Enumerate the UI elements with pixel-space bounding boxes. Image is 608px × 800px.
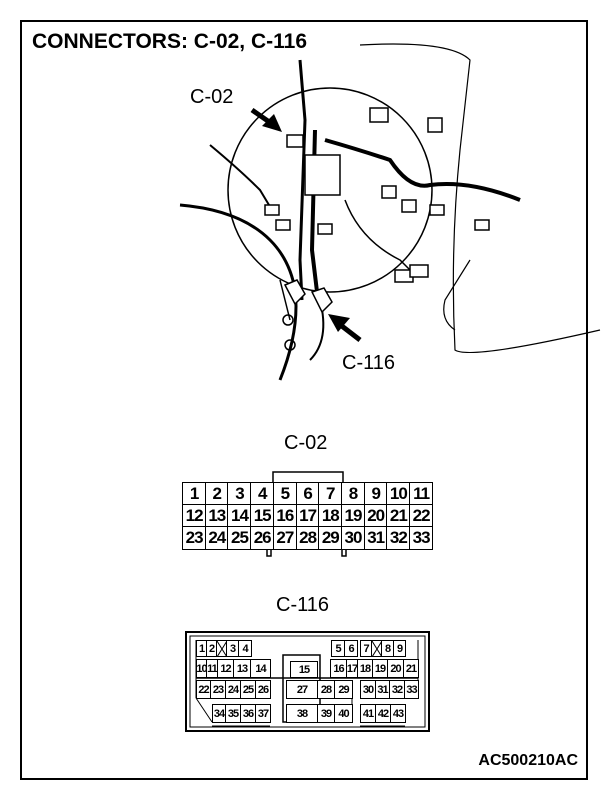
- pin-cell: 1: [182, 482, 207, 506]
- pin-cell: 21: [403, 659, 419, 678]
- pin-cell: 10: [386, 482, 411, 506]
- pin-cell: 8: [340, 482, 366, 506]
- pin-cell: 26: [250, 526, 275, 550]
- pin-cell: 25: [240, 680, 256, 699]
- pin-cell: 36: [240, 704, 256, 723]
- pin-cell: 33: [409, 526, 434, 550]
- pin-cell: 30: [340, 526, 366, 550]
- pin-cell: 32: [389, 680, 405, 699]
- pin-cell: 15: [250, 504, 275, 528]
- pin-cell: 21: [386, 504, 411, 528]
- pin-cell: 17: [295, 504, 320, 528]
- pin-cell: 29: [318, 526, 343, 550]
- pin-cell: 4: [250, 482, 275, 506]
- callout-c02: C-02: [190, 86, 234, 108]
- pin-cell: 24: [225, 680, 241, 699]
- connector-c02-label: C-02: [284, 432, 328, 454]
- pin-cell: 12: [217, 659, 234, 678]
- callout-c116: C-116: [342, 352, 395, 374]
- pin-cell: 3: [227, 482, 252, 506]
- pin-cell: 16: [330, 659, 347, 678]
- pin-cell: 11: [409, 482, 434, 506]
- pin-cell: 37: [255, 704, 271, 723]
- pin-cell: 24: [204, 526, 229, 550]
- pin-cell: 20: [363, 504, 388, 528]
- pin-cell: 19: [340, 504, 366, 528]
- pin-cell: 5: [331, 640, 345, 657]
- pin-cell: 16: [272, 504, 297, 528]
- pin-cell: 4: [238, 640, 252, 657]
- pin-cell: 6: [344, 640, 358, 657]
- pin-cell: 28: [317, 680, 335, 699]
- pin-cell: 26: [255, 680, 271, 699]
- pin-cell: 28: [295, 526, 320, 550]
- pin-cell: 9: [363, 482, 388, 506]
- detail-circle: [227, 87, 433, 293]
- pin-cell: 14: [227, 504, 252, 528]
- pin-cell: 31: [375, 680, 390, 699]
- pin-cell: 22: [196, 680, 211, 699]
- pin-cell: 18: [318, 504, 343, 528]
- pin-cell: 27: [286, 680, 318, 699]
- pin-cell: 13: [204, 504, 229, 528]
- pin-cell: 30: [360, 680, 376, 699]
- pin-cell: 35: [225, 704, 241, 723]
- pin-cell: 15: [290, 661, 318, 678]
- pin-cell: 19: [372, 659, 388, 678]
- pin-cell: 6: [295, 482, 320, 506]
- pin-cell: 25: [227, 526, 252, 550]
- pin-cell: 9: [393, 640, 406, 657]
- pin-cell: 23: [210, 680, 226, 699]
- pin-cell: 29: [334, 680, 353, 699]
- pin-cell: 12: [182, 504, 207, 528]
- pin-cell: 39: [317, 704, 335, 723]
- connector-c116-label: C-116: [276, 594, 329, 616]
- pin-cell: 22: [409, 504, 434, 528]
- pin-cell: 34: [212, 704, 226, 723]
- page-title: CONNECTORS: C-02, C-116: [32, 30, 314, 54]
- pin-cell: 33: [404, 680, 419, 699]
- pin-cell: 31: [363, 526, 388, 550]
- pin-cell: 14: [250, 659, 271, 678]
- pin-cell: 13: [233, 659, 251, 678]
- diagram-frame: [20, 20, 588, 780]
- pin-cell: 2: [204, 482, 229, 506]
- pin-cell: 27: [272, 526, 297, 550]
- pin-cell: 5: [272, 482, 297, 506]
- pin-cell: 18: [357, 659, 373, 678]
- pin-cell: 40: [334, 704, 353, 723]
- pin-cell: 42: [375, 704, 391, 723]
- pin-cell: 38: [286, 704, 318, 723]
- figure-code: AC500210AC: [478, 752, 578, 769]
- pin-cell: 43: [390, 704, 406, 723]
- pin-cell: 7: [318, 482, 343, 506]
- pin-cell: 23: [182, 526, 207, 550]
- pin-cell: 20: [387, 659, 404, 678]
- pin-cell: 41: [360, 704, 376, 723]
- pin-cell: 32: [386, 526, 411, 550]
